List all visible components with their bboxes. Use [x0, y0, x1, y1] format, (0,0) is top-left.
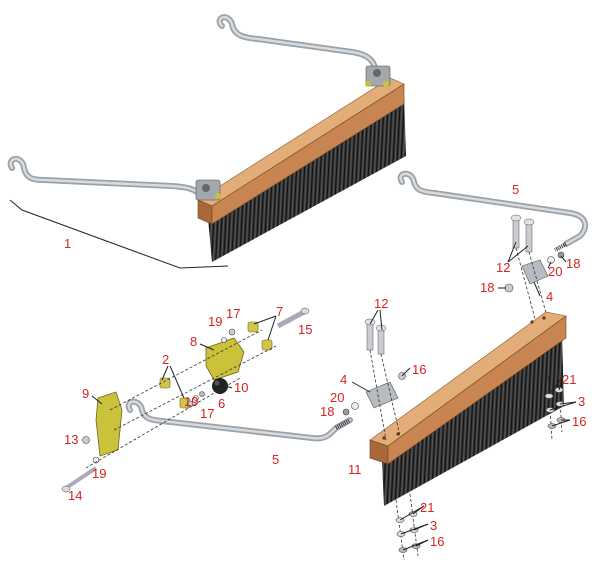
callout-19: 19	[184, 394, 198, 409]
assembly-bracket-line	[9, 199, 229, 269]
callout-20: 20	[330, 390, 344, 405]
callout-10: 10	[234, 380, 248, 395]
leader-lines	[91, 241, 577, 551]
callout-12: 12	[374, 296, 388, 311]
callout-4: 4	[340, 372, 347, 387]
callout-1: 1	[64, 236, 71, 251]
callout-7: 7	[276, 304, 283, 319]
hitch-plate	[95, 391, 123, 457]
callout-3: 3	[578, 394, 585, 409]
callout-14: 14	[68, 488, 82, 503]
top-front-bracket	[195, 179, 221, 201]
right-lower-bracket	[365, 381, 399, 409]
callout-5: 5	[512, 182, 519, 197]
top-brush-bristles	[208, 96, 406, 262]
right-tow-rod	[397, 170, 589, 247]
pivot-bracket	[205, 337, 245, 381]
callout-5: 5	[272, 452, 279, 467]
callout-18: 18	[566, 256, 580, 271]
callout-19: 19	[92, 466, 106, 481]
callout-9: 9	[82, 386, 89, 401]
callout-3: 3	[430, 518, 437, 533]
right-tow-rod-group	[397, 170, 589, 331]
callout-16: 16	[412, 362, 426, 377]
callout-2: 2	[162, 352, 169, 367]
lower-tow-rod-group	[125, 398, 353, 442]
hitch-plate-assembly	[61, 307, 310, 493]
callout-12: 12	[496, 260, 510, 275]
assembled-drag-brush	[7, 14, 406, 269]
callout-17: 17	[226, 306, 240, 321]
callout-17: 17	[200, 406, 214, 421]
callout-19: 19	[208, 314, 222, 329]
top-front-tow-rod	[7, 156, 205, 199]
callout-16: 16	[430, 534, 444, 549]
top-rear-bracket	[365, 65, 391, 87]
callout-13: 13	[64, 432, 78, 447]
callout-20: 20	[548, 264, 562, 279]
right-upper-washer	[547, 256, 555, 264]
bottom-washer-stack	[395, 493, 421, 561]
callout-18: 18	[480, 280, 494, 295]
exploded-brush-bristles	[382, 332, 564, 506]
callout-21: 21	[420, 500, 434, 515]
right-lower-hardware	[342, 318, 406, 441]
callout-labels: 1 2 3 3 4 4 5 5 6 7 8 9 10 11 12 12 13 1…	[64, 182, 586, 549]
top-rear-tow-rod	[216, 14, 379, 79]
callout-15: 15	[298, 322, 312, 337]
callout-6: 6	[218, 396, 225, 411]
callout-4: 4	[546, 289, 553, 304]
callout-18: 18	[320, 404, 334, 419]
callout-8: 8	[190, 334, 197, 349]
exploded-brush	[369, 311, 567, 506]
callout-16: 16	[572, 414, 586, 429]
callout-21: 21	[562, 372, 576, 387]
right-upper-nut	[504, 283, 514, 293]
right-upper-carriage-bolts	[510, 214, 535, 253]
callout-11: 11	[348, 462, 362, 477]
